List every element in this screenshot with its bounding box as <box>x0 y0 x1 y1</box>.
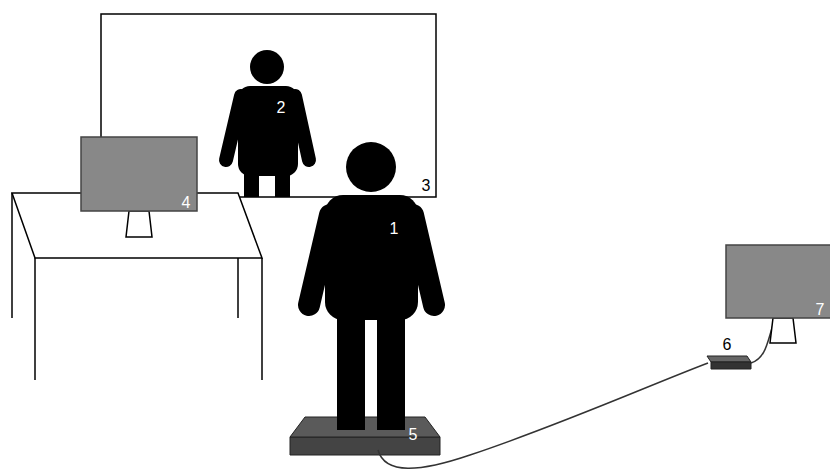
display-monitor <box>726 245 830 343</box>
box-top <box>707 356 751 362</box>
monitor-stand <box>770 318 796 343</box>
callout-number: 2 <box>277 100 286 116</box>
figure-arm <box>226 96 241 160</box>
cable <box>378 363 708 468</box>
monitor-screen <box>81 137 197 211</box>
desk-leg <box>261 258 263 380</box>
figure-leg <box>244 165 259 197</box>
participant-figure <box>309 142 434 430</box>
participant-arm <box>309 215 330 305</box>
desk-leg <box>34 258 36 380</box>
amplifier-box <box>707 356 751 369</box>
participant-head <box>346 142 396 192</box>
participant-arm <box>413 215 434 305</box>
monitor-screen <box>726 245 830 318</box>
desk-monitor <box>81 137 197 237</box>
figure-leg <box>275 165 290 197</box>
participant-leg <box>377 300 405 430</box>
callout-number: 3 <box>422 178 431 194</box>
monitor-stand <box>126 211 152 237</box>
desk-leg <box>11 193 13 318</box>
plate-side <box>290 437 440 455</box>
callout-number: 4 <box>182 195 191 211</box>
figure-head <box>250 50 284 84</box>
callout-number: 6 <box>723 337 732 353</box>
box-side <box>711 362 751 369</box>
projected-figure <box>226 50 309 197</box>
callout-number: 5 <box>409 427 418 443</box>
callout-number: 1 <box>390 221 399 237</box>
desk <box>12 193 262 380</box>
figure-arm <box>295 96 309 160</box>
participant-leg <box>337 300 365 430</box>
callout-number: 7 <box>816 302 825 318</box>
